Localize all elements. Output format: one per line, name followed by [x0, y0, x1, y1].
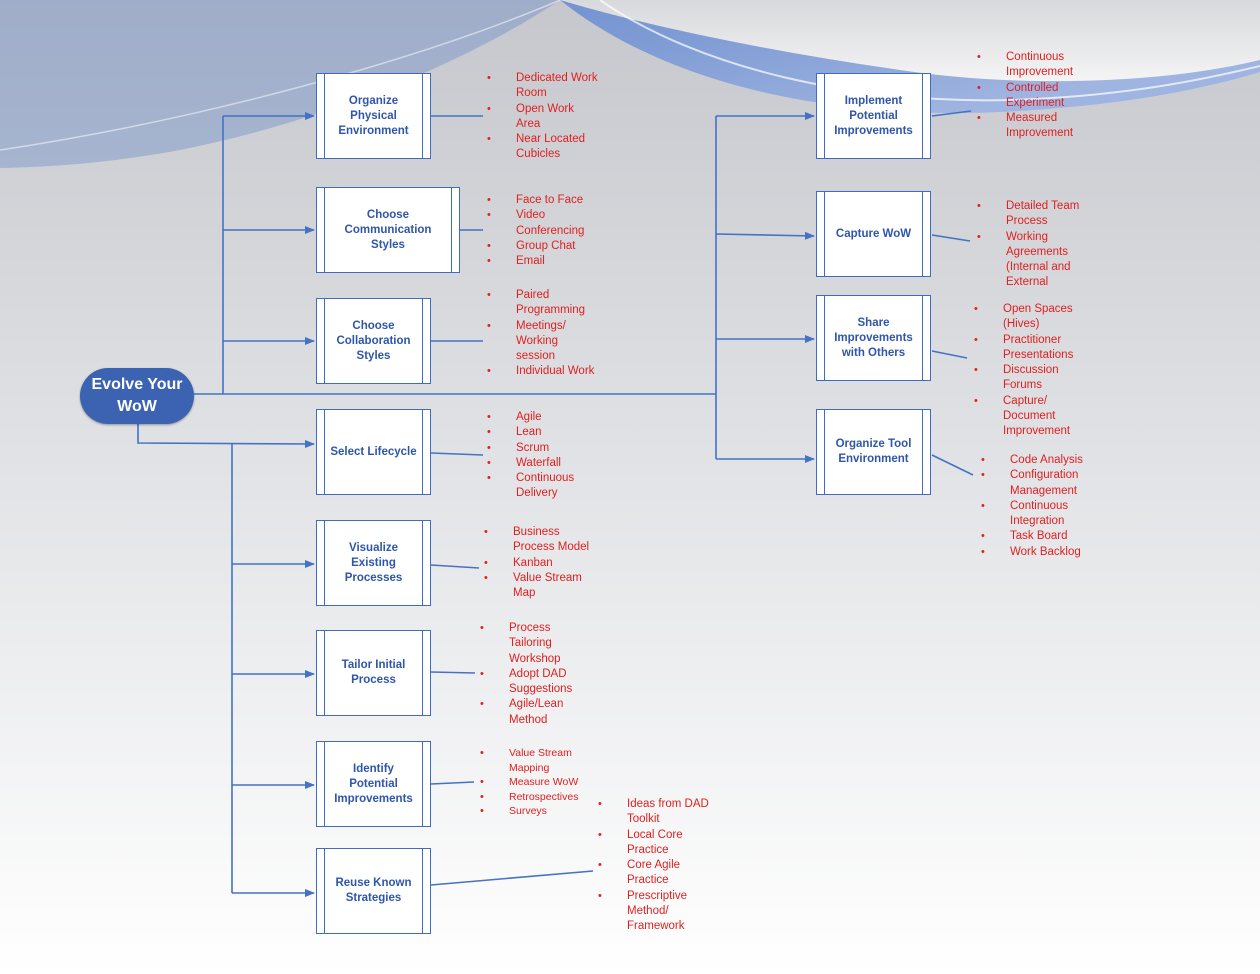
choose-communication-box: Choose Communication Styles	[316, 187, 460, 273]
list-item: Agile/Lean Method	[480, 697, 592, 728]
list-item: Face to Face	[487, 193, 599, 209]
identify-improvements-label: Identify Potential Improvements	[334, 762, 413, 805]
evolve-your-wow-node: Evolve Your WoW	[80, 368, 194, 424]
organize-tool-list: Code Analysis Configuration Management C…	[981, 453, 1096, 560]
share-improvements-list: Open Spaces (Hives) Practitioner Present…	[974, 302, 1089, 440]
list-item: Working Agreements (Internal and Externa…	[977, 230, 1089, 291]
list-item: Near Located Cubicles	[487, 132, 599, 163]
list-item: Measured Improvement	[977, 111, 1089, 142]
list-item: Scrum	[487, 441, 599, 457]
organize-tool-label: Organize Tool Environment	[835, 438, 912, 465]
list-item: Configuration Management	[981, 468, 1096, 499]
list-item: Continuous Improvement	[977, 50, 1089, 81]
reuse-strategies-box: Reuse Known Strategies	[316, 848, 431, 934]
list-item: Continuous Integration	[981, 499, 1096, 530]
list-item: Adopt DAD Suggestions	[480, 667, 592, 698]
choose-collaboration-box: Choose Collaboration Styles	[316, 298, 431, 384]
choose-communication-label: Choose Communication Styles	[344, 208, 432, 251]
implement-improvements-list: Continuous Improvement Controlled Experi…	[977, 50, 1089, 142]
tailor-process-label: Tailor Initial Process	[341, 659, 406, 686]
list-link-organize-tool	[931, 454, 974, 476]
list-link-reuse-strategies	[430, 870, 594, 886]
list-item: Process Tailoring Workshop	[480, 621, 592, 667]
list-item: Individual Work	[487, 364, 599, 380]
list-item: Group Chat	[487, 239, 599, 255]
list-item: Capture/ Document Improvement	[974, 394, 1089, 440]
share-improvements-label: Share Improvements with Others	[834, 316, 913, 359]
list-item: Meetings/ Working session	[487, 319, 599, 365]
identify-improvements-list: Value Stream Mapping Measure WoW Retrosp…	[480, 746, 595, 819]
select-lifecycle-box: Select Lifecycle	[316, 409, 431, 495]
tailor-process-list: Process Tailoring Workshop Adopt DAD Sug…	[480, 621, 592, 728]
organize-physical-label: Organize Physical Environment	[338, 94, 409, 137]
list-item: Local Core Practice	[598, 828, 710, 859]
identify-improvements-box: Identify Potential Improvements	[316, 741, 431, 827]
connector-capture-wow	[715, 231, 815, 240]
list-item: Retrospectives	[480, 790, 595, 805]
organize-physical-list: Dedicated Work Room Open Work Area Near …	[487, 71, 599, 163]
list-item: Business Process Model	[484, 525, 596, 556]
list-item: Prescriptive Method/ Framework	[598, 889, 710, 935]
list-item: Open Spaces (Hives)	[974, 302, 1089, 333]
connector-root-down	[137, 424, 315, 448]
list-item: Ideas from DAD Toolkit	[598, 797, 710, 828]
list-link-visualize-processes	[430, 564, 480, 569]
list-item: Practitioner Presentations	[974, 333, 1089, 364]
select-lifecycle-label: Select Lifecycle	[330, 445, 417, 458]
list-item: Lean	[487, 425, 599, 441]
list-item: Measure WoW	[480, 775, 595, 790]
visualize-processes-box: Visualize Existing Processes	[316, 520, 431, 606]
list-item: Value Stream Mapping	[480, 746, 595, 775]
capture-wow-label: Capture WoW	[835, 227, 912, 240]
list-item: Kanban	[484, 556, 596, 572]
list-item: Detailed Team Process	[977, 199, 1089, 230]
select-lifecycle-list: Agile Lean Scrum Waterfall Continuous De…	[487, 410, 599, 502]
list-item: Open Work Area	[487, 102, 599, 133]
share-improvements-box: Share Improvements with Others	[816, 295, 931, 381]
list-item: Paired Programming	[487, 288, 599, 319]
list-item: Continuous Delivery	[487, 471, 599, 502]
list-link-share-improvements	[931, 350, 968, 359]
root-label: Evolve Your WoW	[91, 376, 183, 415]
reuse-strategies-list: Ideas from DAD Toolkit Local Core Practi…	[598, 797, 710, 935]
list-item: Agile	[487, 410, 599, 426]
list-item: Video Conferencing	[487, 208, 599, 239]
organize-tool-box: Organize Tool Environment	[816, 409, 931, 495]
list-link-implement-improvements	[931, 110, 972, 117]
list-link-select-lifecycle	[430, 452, 484, 456]
list-item: Dedicated Work Room	[487, 71, 599, 102]
visualize-processes-label: Visualize Existing Processes	[344, 541, 403, 584]
implement-improvements-label: Implement Potential Improvements	[834, 94, 913, 137]
capture-wow-list: Detailed Team Process Working Agreements…	[977, 199, 1089, 291]
list-item: Controlled Experiment	[977, 81, 1089, 112]
list-item: Task Board	[981, 529, 1096, 545]
list-item: Work Backlog	[981, 545, 1096, 561]
list-item: Surveys	[480, 804, 595, 819]
choose-communication-list: Face to Face Video Conferencing Group Ch…	[487, 193, 599, 270]
implement-improvements-box: Implement Potential Improvements	[816, 73, 931, 159]
list-item: Waterfall	[487, 456, 599, 472]
list-item: Discussion Forums	[974, 363, 1089, 394]
organize-physical-box: Organize Physical Environment	[316, 73, 431, 159]
choose-collaboration-label: Choose Collaboration Styles	[336, 319, 411, 362]
list-link-identify-improvements	[430, 781, 475, 785]
list-item: Core Agile Practice	[598, 858, 710, 889]
list-link-capture-wow	[931, 234, 971, 242]
list-item: Code Analysis	[981, 453, 1096, 469]
visualize-processes-list: Business Process Model Kanban Value Stre…	[484, 525, 596, 601]
tailor-process-box: Tailor Initial Process	[316, 630, 431, 716]
list-item: Email	[487, 254, 599, 270]
list-link-tailor-process	[430, 671, 476, 674]
choose-collaboration-list: Paired Programming Meetings/ Working ses…	[487, 288, 599, 380]
list-item: Value Stream Map	[484, 571, 596, 602]
capture-wow-box: Capture WoW	[816, 191, 931, 277]
reuse-strategies-label: Reuse Known Strategies	[335, 877, 412, 904]
